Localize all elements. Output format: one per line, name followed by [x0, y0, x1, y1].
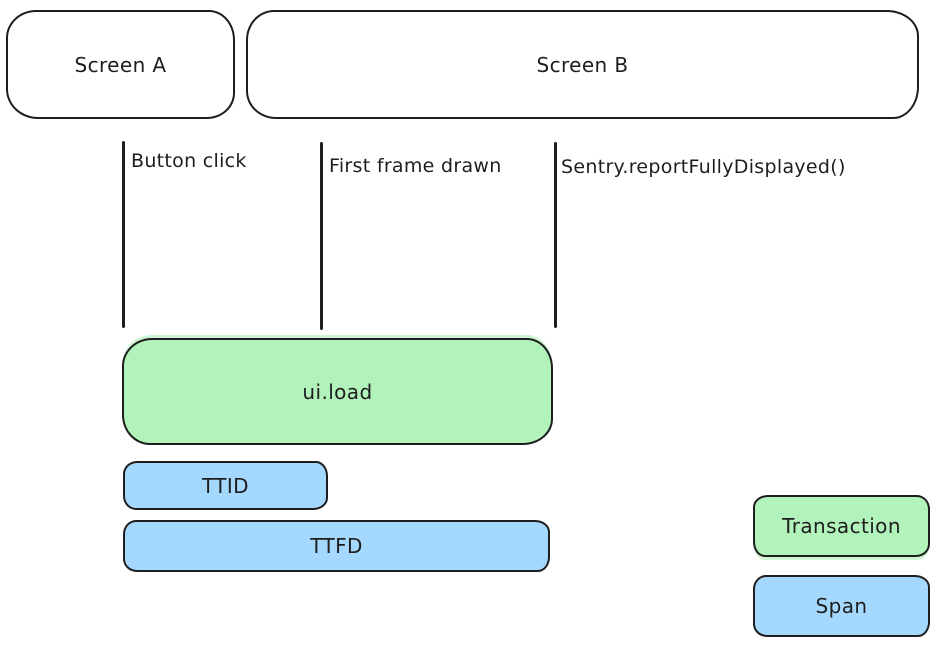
ttid-span-bar: TTID	[123, 461, 328, 510]
screen-a-box: Screen A	[6, 10, 235, 119]
ui-load-transaction-bar: ui.load	[122, 338, 553, 445]
legend-span-label: Span	[815, 594, 868, 618]
ttid-label: TTID	[202, 473, 249, 498]
legend-transaction-box: Transaction	[753, 495, 930, 557]
button-click-marker-line	[122, 141, 125, 328]
screen-b-box: Screen B	[246, 10, 919, 119]
legend-transaction-label: Transaction	[782, 514, 901, 538]
report-fully-displayed-marker-line	[554, 142, 557, 328]
first-frame-drawn-marker-line	[320, 142, 323, 330]
ttfd-label: TTFD	[310, 534, 363, 558]
button-click-label: Button click	[131, 150, 247, 172]
screen-b-label: Screen B	[536, 52, 629, 77]
report-fully-displayed-label: Sentry.reportFullyDisplayed()	[561, 156, 846, 178]
ui-load-label: ui.load	[302, 379, 373, 404]
screen-a-label: Screen A	[74, 52, 167, 77]
legend-span-box: Span	[753, 575, 930, 637]
ttfd-span-bar: TTFD	[123, 520, 550, 572]
first-frame-drawn-label: First frame drawn	[329, 155, 502, 177]
